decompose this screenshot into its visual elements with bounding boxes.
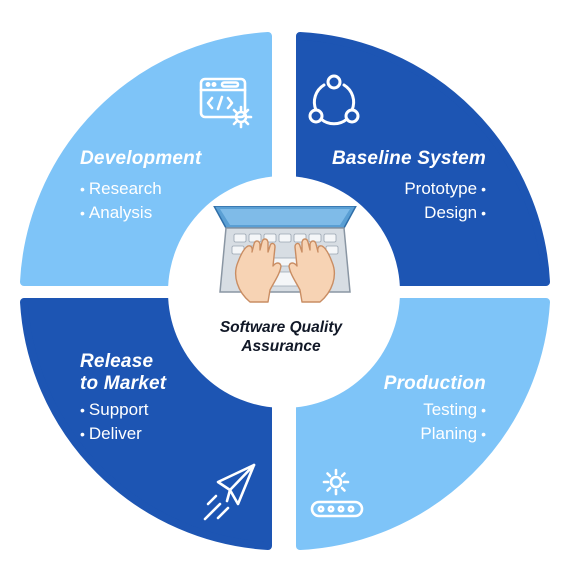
release-title-line2: to Market	[80, 373, 167, 394]
production-title: Production	[383, 373, 486, 394]
center-title-line2: Assurance	[241, 338, 321, 355]
release-title-line1: Release	[80, 351, 154, 372]
list-item: Design	[404, 201, 486, 225]
release-to-market-list: Support Deliver	[80, 398, 149, 446]
center-title-line1: Software Quality	[219, 319, 343, 336]
laptop-typing-icon	[213, 206, 357, 303]
list-item: Deliver	[80, 422, 148, 446]
network-cycle-icon	[308, 74, 360, 126]
list-item: Prototype	[404, 177, 486, 201]
conveyor-gear-icon	[310, 468, 364, 518]
list-item: Research	[80, 177, 162, 201]
release-to-market-title: Release to Market	[80, 351, 166, 395]
list-item: Support	[80, 398, 149, 422]
production-list: Testing Planing	[420, 398, 486, 446]
baseline-system-list: Prototype Design	[404, 177, 486, 225]
paper-plane-icon	[203, 463, 256, 521]
list-item: Testing	[420, 398, 486, 422]
development-title: Development	[80, 148, 202, 169]
list-item: Analysis	[80, 201, 162, 225]
development-list: Research Analysis	[80, 177, 162, 225]
center-title: Software Quality Assurance	[186, 318, 376, 356]
baseline-system-title: Baseline System	[331, 148, 486, 169]
list-item: Planing	[420, 422, 486, 446]
code-window-gear-icon	[199, 77, 253, 129]
